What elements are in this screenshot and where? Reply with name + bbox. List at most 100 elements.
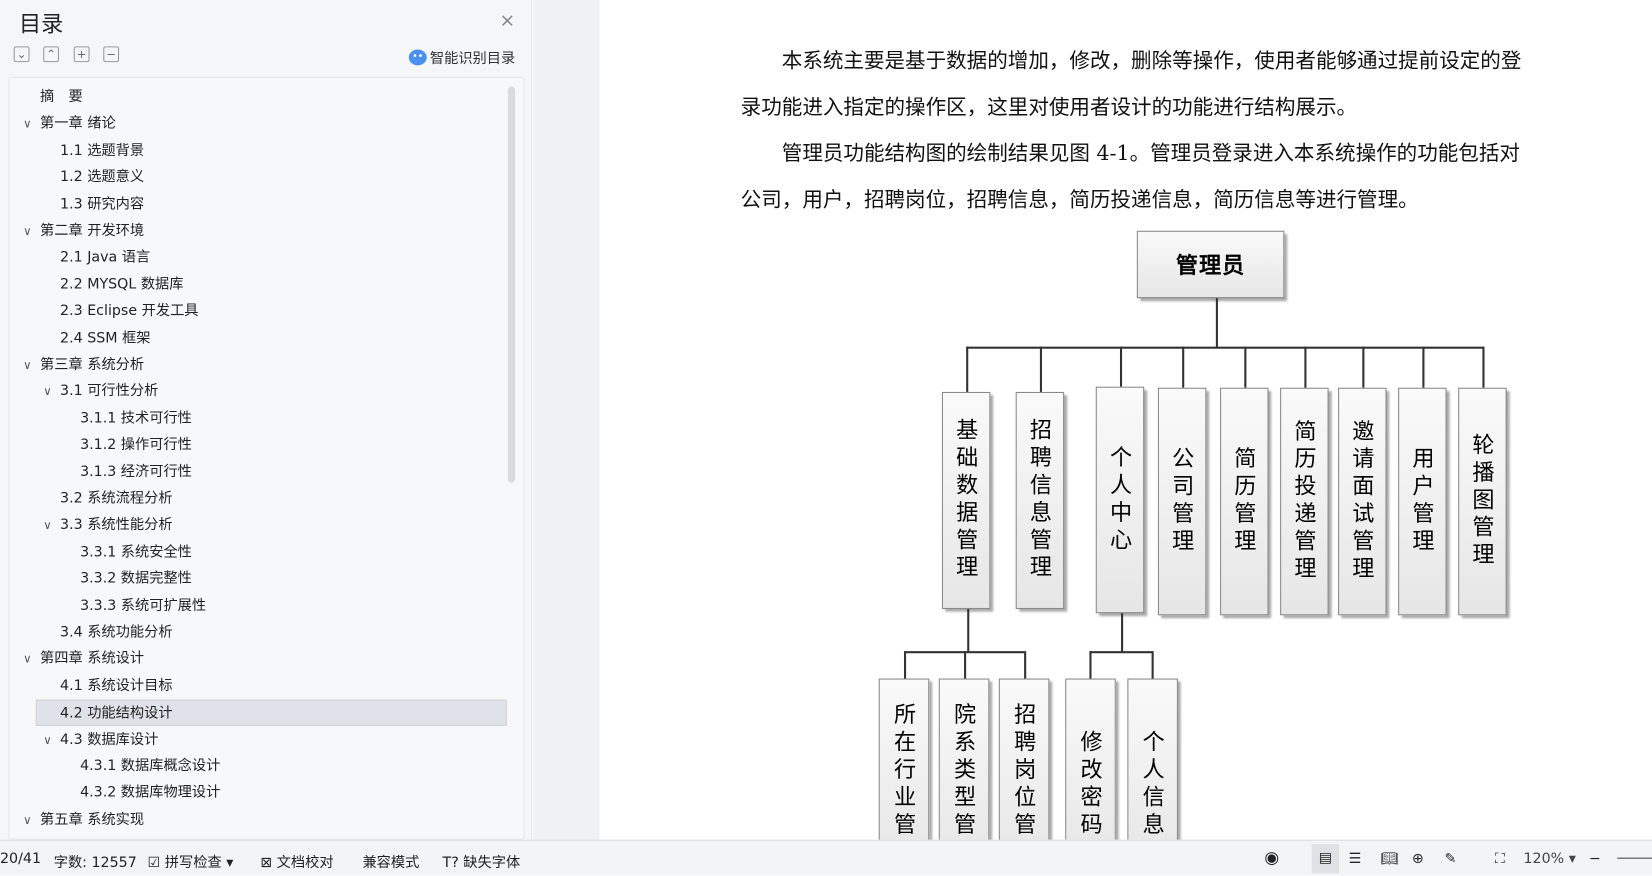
scrollbar[interactable] [507, 86, 516, 483]
root-box: 管理员 [1136, 230, 1285, 299]
connector-line [1215, 298, 1218, 348]
chevron-down-icon[interactable]: ∨ [43, 384, 52, 399]
submodule-box: 院系类型管理 [938, 678, 990, 840]
chevron-down-icon[interactable]: ∨ [23, 813, 32, 827]
connector-line [966, 346, 969, 392]
chevron-down-icon[interactable]: ∨ [43, 518, 52, 533]
connector-line [903, 651, 907, 679]
toc-item-label: 第三章 系统分析 [40, 356, 145, 373]
toc-item[interactable]: ∨第五章 系统实现 [9, 807, 504, 833]
toc-item[interactable]: ∨4.3 数据库设计 [9, 727, 504, 753]
proofread-button[interactable]: ⊠ 文档校对 [260, 854, 334, 872]
expand-up-icon[interactable]: ⌃ [43, 46, 60, 63]
status-bar: 20/41 字数: 12557 ☑ 拼写检查 ▾ ⊠ 文档校对 兼容模式 T? … [0, 839, 1652, 876]
web-view-icon[interactable]: ⊕ [1411, 850, 1424, 868]
zoom-out-icon[interactable]: − [1588, 850, 1601, 868]
toc-item[interactable]: ∨ 3.1 可行性分析 [9, 379, 504, 405]
toc-item-label: 第二章 开发环境 [40, 222, 145, 240]
connector-line [1121, 613, 1124, 653]
document-page: 本系统主要是基于数据的增加，修改，删除等操作，使用者能够通过提前设定的登 录功能… [599, 3, 1652, 840]
paragraph-line: 公司，用户，招聘岗位，招聘信息，简历投递信息，简历信息等进行管理。 [740, 187, 1419, 212]
module-box: 个人中心 [1095, 386, 1145, 614]
connector-line [1362, 346, 1365, 388]
expand-icon[interactable]: + [73, 46, 90, 63]
fit-icon[interactable]: ⛶ [1495, 850, 1506, 868]
box-label: 个人中心 [1107, 445, 1133, 555]
connector-line [1119, 346, 1123, 387]
collapse-all-icon[interactable]: ⌄ [13, 46, 30, 63]
outline-view-icon[interactable]: ☰ [1348, 850, 1362, 868]
toc-item-label: 第一章 绪论 [40, 115, 116, 133]
toc-item[interactable]: 4.3.2 数据库物理设计 [9, 780, 504, 806]
page-indicator[interactable]: 20/41 [0, 850, 41, 868]
compat-mode[interactable]: 兼容模式 [362, 854, 420, 872]
connector-line [1304, 346, 1307, 388]
toc-item-label: 1.1 选题背景 [60, 142, 145, 159]
module-box: 公司管理 [1157, 387, 1207, 616]
toc-item[interactable]: 3.4 系统功能分析 [9, 620, 504, 646]
toc-item-label: 3.3.3 系统可扩展性 [80, 596, 207, 614]
chevron-down-icon[interactable]: ∨ [23, 117, 32, 132]
toc-item[interactable]: 摘 要 [9, 84, 504, 110]
toc-item-label: 1.3 研究内容 [60, 195, 145, 213]
toc-item[interactable]: ∨第四章 系统设计 [9, 646, 504, 672]
toc-item[interactable]: 3.1.2 操作可行性 [9, 432, 504, 458]
toc-item[interactable]: 2.4 SSM 框架 [9, 325, 504, 351]
doc-background [533, 0, 600, 840]
connector-line [1482, 346, 1485, 388]
toc-item[interactable]: 1.2 选题意义 [9, 165, 504, 191]
shrink-icon[interactable]: − [103, 46, 120, 63]
toc-item[interactable]: 4.2 功能结构设计 [35, 699, 507, 727]
chevron-down-icon[interactable]: ∨ [23, 652, 32, 667]
connector-line [964, 651, 967, 679]
paragraph-line: 本系统主要是基于数据的增加，修改，删除等操作，使用者能够通过提前设定的登 [740, 48, 1522, 73]
toc-item[interactable]: 2.3 Eclipse 开发工具 [9, 298, 504, 324]
toc-item-label: 3.1 可行性分析 [60, 382, 159, 400]
connector-line [1151, 651, 1154, 679]
eye-protect-icon[interactable]: ◉ [1264, 847, 1280, 868]
toc-tree: 摘 要 ∨ 第一章 绪论 1.1 选题背景 1.2 选题意义 1.3 研究内容 ∨ 第二章 开… [8, 76, 525, 840]
toc-item[interactable]: 3.1.3 经济可行性 [9, 459, 504, 485]
toc-item[interactable]: 3.3.2 数据完整性 [9, 566, 504, 592]
toc-item[interactable]: 1.1 选题背景 [9, 138, 504, 164]
smart-toc-label: 智能识别目录 [429, 50, 516, 68]
missing-font-button[interactable]: T? 缺失字体 [442, 854, 521, 872]
module-box: 用户管理 [1398, 387, 1447, 616]
toc-item[interactable]: ∨ 第二章 开发环境 [9, 218, 504, 244]
word-count[interactable]: 字数: 12557 [53, 854, 137, 872]
module-box: 简历投递管理 [1280, 387, 1329, 616]
toc-item[interactable]: 2.2 MYSQL 数据库 [9, 272, 504, 298]
page-view-icon[interactable]: ▤ [1311, 843, 1340, 874]
chevron-down-icon[interactable]: ∨ [23, 224, 32, 239]
proof-label: 文档校对 [276, 854, 334, 872]
toc-item[interactable]: 2.1 Java 语言 [9, 245, 504, 271]
toc-item[interactable]: 3.3.3 系统可扩展性 [9, 593, 504, 619]
toc-item-label: 3.3.1 系统安全性 [80, 543, 192, 561]
toc-item[interactable]: ∨ 第一章 绪论 [9, 111, 504, 137]
connector-line [1024, 651, 1027, 679]
toc-item[interactable]: 3.2 系统流程分析 [9, 486, 504, 512]
toc-item[interactable]: 3.1.1 技术可行性 [9, 405, 504, 431]
box-label: 管理员 [1175, 252, 1246, 279]
toc-item-label: 3.4 系统功能分析 [60, 623, 173, 641]
toc-item[interactable]: ∨ 第三章 系统分析 [9, 352, 504, 378]
toc-item[interactable]: ∨3.3 系统性能分析 [9, 512, 504, 538]
smart-toc-button[interactable]: ••智能识别目录 [408, 46, 516, 68]
zoom-level[interactable]: 120% ▾ [1523, 850, 1576, 868]
connector-line [1089, 651, 1092, 679]
chevron-down-icon[interactable]: ∨ [43, 732, 52, 747]
toc-item[interactable]: 1.3 研究内容 [9, 191, 504, 217]
toc-item[interactable]: 3.3.1 系统安全性 [9, 539, 504, 565]
chevron-down-icon[interactable]: ∨ [23, 358, 32, 372]
toc-item-label: 1.2 选题意义 [60, 168, 145, 186]
box-label: 个人信息 [1139, 730, 1166, 840]
box-label: 轮播图管理 [1469, 433, 1496, 570]
submodule-box: 所在行业管理 [878, 678, 930, 840]
read-view-icon[interactable]: 📖︎ [1380, 850, 1399, 868]
toc-item[interactable]: 4.3.1 数据库概念设计 [9, 753, 504, 779]
pen-icon[interactable]: ✎ [1444, 850, 1457, 868]
spell-check-button[interactable]: ☑ 拼写检查 ▾ [147, 854, 234, 872]
zoom-slider[interactable] [1617, 857, 1652, 859]
toc-item[interactable]: 4.1 系统设计目标 [9, 673, 504, 699]
close-icon[interactable]: × [499, 9, 516, 32]
